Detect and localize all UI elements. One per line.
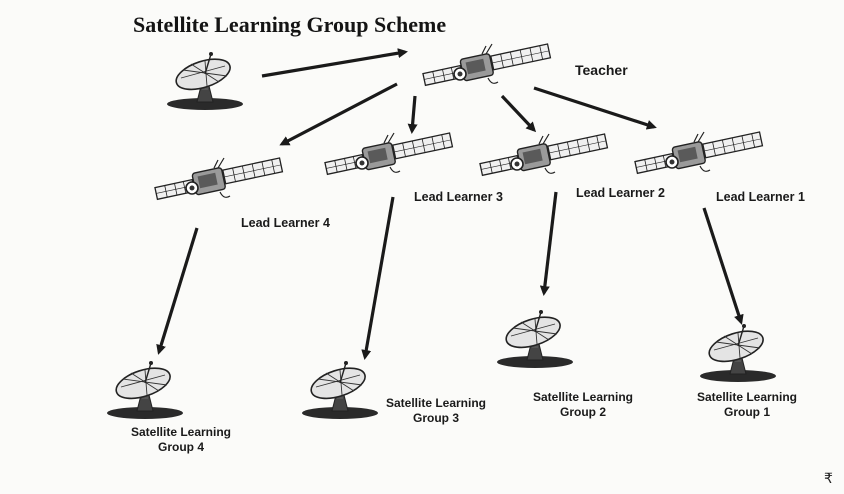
source-dish-icon [166, 51, 244, 111]
group-3-line1: Satellite Learning [385, 396, 487, 410]
lead-learner-4-label: Lead Learner 4 [241, 216, 330, 230]
group-1-line1: Satellite Learning [696, 390, 798, 404]
teacher-label: Teacher [575, 62, 628, 78]
group-1-label: Satellite Learning Group 1 [672, 390, 822, 420]
group-2-line2: Group 2 [559, 405, 606, 419]
arrow-teacher-to-lead1 [533, 86, 657, 130]
lead-learner-4-satellite-icon [153, 157, 284, 201]
lead-learner-2-satellite-icon [478, 133, 609, 177]
lead-learner-3-label: Lead Learner 3 [414, 190, 503, 204]
lead-learner-1-label: Lead Learner 1 [716, 190, 805, 204]
arrow-teacher-to-lead3 [407, 95, 418, 134]
lead-learner-1-satellite-icon [633, 131, 764, 175]
arrow-teacher-to-lead4 [279, 82, 398, 146]
group-3-line2: Group 3 [412, 411, 459, 425]
arrow-lead2-to-group2 [539, 191, 558, 296]
arrow-lead3-to-group3 [361, 196, 395, 360]
group-4-label: Satellite Learning Group 4 [106, 425, 256, 455]
lead-learner-3-satellite-icon [323, 132, 454, 176]
arrow-lead4-to-group4 [156, 227, 199, 355]
group-3-label: Satellite Learning Group 3 [361, 396, 511, 426]
group-2-line1: Satellite Learning [532, 390, 634, 404]
group-4-line1: Satellite Learning [130, 425, 232, 439]
group-2-dish-icon [496, 309, 574, 369]
group-1-dish-icon [699, 323, 777, 383]
group-1-line2: Group 1 [723, 405, 770, 419]
arrow-teacher-to-lead2 [500, 94, 537, 133]
arrow-lead1-to-group1 [702, 207, 744, 325]
diagram-title: Satellite Learning Group Scheme [133, 12, 447, 37]
group-2-label: Satellite Learning Group 2 [508, 390, 658, 420]
arrow-dish-to-teacher [261, 48, 408, 78]
group-4-line2: Group 4 [157, 440, 204, 454]
arrows [156, 48, 744, 360]
group-4-dish-icon [106, 360, 184, 420]
corner-mark: ₹ [824, 470, 833, 486]
lead-learner-2-label: Lead Learner 2 [576, 186, 665, 200]
teacher-satellite-icon [421, 43, 552, 87]
